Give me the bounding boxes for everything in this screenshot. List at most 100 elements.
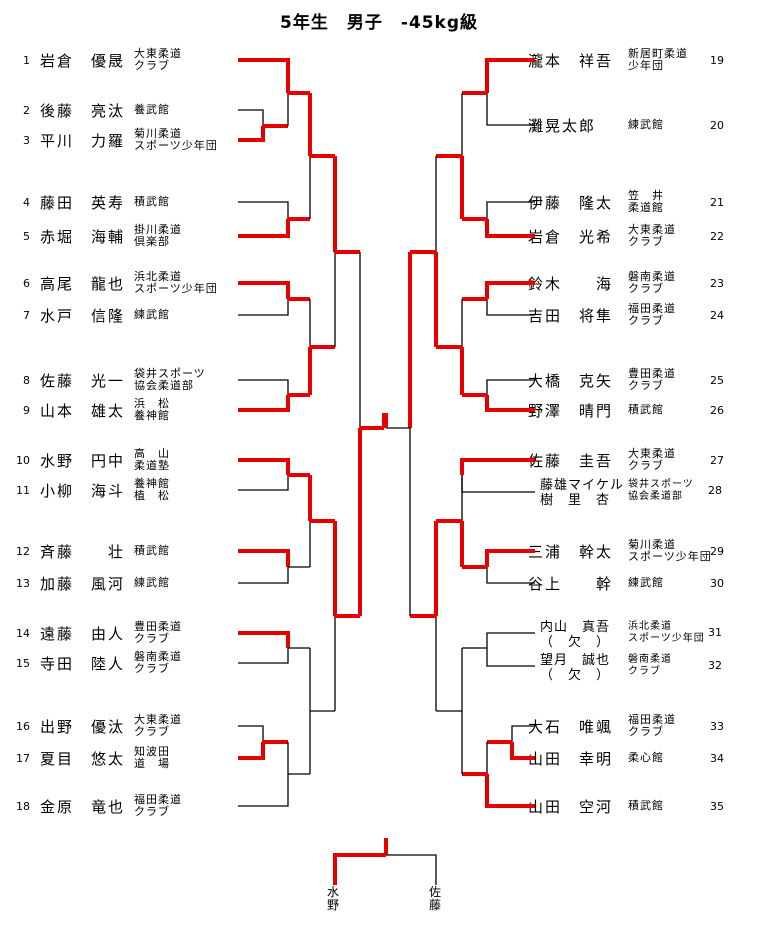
club-name: 豊田柔道 クラブ bbox=[134, 620, 182, 645]
seed-number: 34 bbox=[710, 751, 724, 765]
winner-line bbox=[238, 219, 290, 238]
winner-line bbox=[238, 549, 290, 567]
club-name: 養神館 植 松 bbox=[134, 477, 170, 502]
entry-28-names: 藤雄マイケル 樹 里 杏 bbox=[540, 478, 625, 508]
bracket-line bbox=[486, 632, 535, 648]
entry-32-seed: 32 bbox=[708, 659, 722, 672]
competitor-name: 出野 優汰 bbox=[40, 717, 126, 736]
winner-line bbox=[238, 458, 290, 475]
seed-number: 11 bbox=[16, 483, 30, 497]
competitor-name: 鈴木 海 bbox=[528, 274, 614, 293]
club-name: 福田柔道 クラブ bbox=[628, 713, 676, 738]
competitor-name: 岩倉 光希 bbox=[528, 227, 614, 246]
seed-number: 12 bbox=[16, 544, 30, 558]
competitor-name: 佐藤 光一 bbox=[40, 371, 126, 390]
entry-28-seed: 28 bbox=[708, 484, 722, 497]
entry-31-club: 浜北柔道 スポーツ少年団 bbox=[628, 621, 705, 644]
bracket-line bbox=[238, 475, 289, 491]
seed-number: 26 bbox=[710, 403, 724, 417]
competitor-name: 高尾 龍也 bbox=[40, 274, 126, 293]
seed-number: 15 bbox=[16, 656, 30, 670]
bracket-line bbox=[386, 854, 437, 885]
club-name: 福田柔道 クラブ bbox=[628, 302, 676, 327]
seed-number: 27 bbox=[710, 453, 724, 467]
entry-31-names: 内山 真吾 （ 欠 ） bbox=[540, 620, 611, 650]
club-name: 練武館 bbox=[134, 576, 170, 589]
winner-line bbox=[485, 281, 535, 299]
bracket-line bbox=[238, 299, 289, 316]
competitor-name: 金原 竜也 bbox=[40, 797, 126, 816]
seed-number: 10 bbox=[16, 453, 30, 467]
winner-line bbox=[238, 395, 290, 412]
competitor-name: 後藤 亮汰 bbox=[40, 101, 126, 120]
competitor-name: 山本 雄太 bbox=[40, 401, 126, 420]
competitor-name: 山田 幸明 bbox=[528, 749, 614, 768]
competitor-name: 夏目 悠太 bbox=[40, 749, 126, 768]
seed-number: 29 bbox=[710, 544, 724, 558]
club-name: 知波田 道 場 bbox=[134, 745, 170, 770]
seed-number: 13 bbox=[16, 576, 30, 590]
seed-number: 14 bbox=[16, 626, 30, 640]
winner-line bbox=[333, 853, 386, 885]
seed-number: 30 bbox=[710, 576, 724, 590]
bracket-line bbox=[238, 567, 289, 584]
bracket-line bbox=[238, 379, 289, 395]
club-name: 菊川柔道 スポーツ少年団 bbox=[134, 127, 218, 152]
seed-number: 24 bbox=[710, 308, 724, 322]
seed-number: 6 bbox=[23, 276, 30, 290]
competitor-name: 水戸 信隆 bbox=[40, 306, 126, 325]
bracket-line bbox=[238, 648, 289, 664]
competitor-name: 岩倉 優晟 bbox=[40, 51, 126, 70]
competitor-name: 藤田 英寿 bbox=[40, 193, 126, 212]
bracket-line bbox=[238, 774, 289, 807]
competitor-name: 大石 唯颯 bbox=[528, 717, 614, 736]
seed-number: 5 bbox=[23, 229, 30, 243]
seed-number: 1 bbox=[23, 53, 30, 67]
club-name: 高 山 柔道塾 bbox=[134, 447, 170, 472]
competitor-name: 野澤 晴門 bbox=[528, 401, 614, 420]
bracket-line bbox=[238, 201, 289, 219]
competitor-name: 三浦 幹太 bbox=[528, 542, 614, 561]
competitor-name: 瀧本 祥吾 bbox=[528, 51, 614, 70]
seed-number: 18 bbox=[16, 799, 30, 813]
competitor-name: 平川 力羅 bbox=[40, 131, 126, 150]
seed-number: 21 bbox=[710, 195, 724, 209]
seed-number: 19 bbox=[710, 53, 724, 67]
winner-line bbox=[238, 58, 290, 93]
seed-number: 35 bbox=[710, 799, 724, 813]
seed-number: 17 bbox=[16, 751, 30, 765]
seed-number: 25 bbox=[710, 373, 724, 387]
bracket-line bbox=[486, 379, 535, 395]
bracket-line bbox=[238, 109, 264, 126]
club-name: 大東柔道 クラブ bbox=[628, 223, 676, 248]
seed-number: 4 bbox=[23, 195, 30, 209]
competitor-name: 佐藤 圭吾 bbox=[528, 451, 614, 470]
seed-number: 7 bbox=[23, 308, 30, 322]
entry-31-seed: 31 bbox=[708, 626, 722, 639]
bracket-line bbox=[461, 475, 535, 493]
club-name: 菊川柔道 スポーツ少年団 bbox=[628, 538, 712, 563]
club-name: 練武館 bbox=[628, 118, 664, 131]
competitor-name: 赤堀 海輔 bbox=[40, 227, 126, 246]
bracket-line bbox=[486, 299, 535, 316]
final-right-name: 佐 藤 bbox=[428, 885, 441, 912]
bracket-line bbox=[511, 725, 535, 742]
competitor-name: 伊藤 隆太 bbox=[528, 193, 614, 212]
